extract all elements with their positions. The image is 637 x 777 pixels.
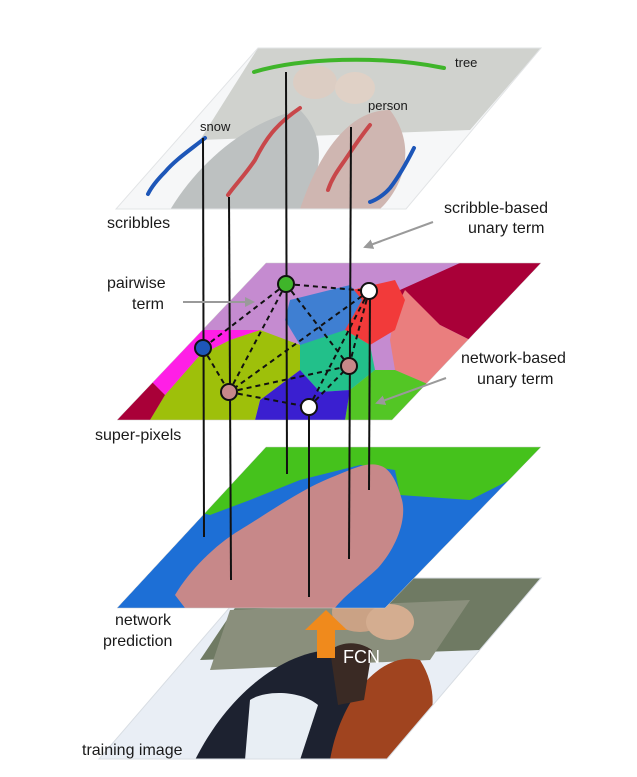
connector-line [285,71,288,475]
snow-scribble-left [146,136,207,196]
pairwise-label-line1: pairwise [107,275,166,292]
scribble-strokes [146,57,446,204]
network-prediction-plane [117,447,541,608]
scribble-unary-label-line1: scribble-based [444,200,548,217]
pairwise-label-line2: term [132,296,164,313]
snow-scribble-right [368,146,416,204]
connector-line [368,290,371,491]
node-person [220,383,238,401]
fcn-label: FCN [343,647,380,667]
fcn-arrow-icon [305,610,347,658]
scribbles-label: scribbles [107,215,170,232]
scribble-unary-arrow [363,221,434,249]
network-unary-arrow [375,377,447,405]
network-prediction-label-line2: prediction [103,633,172,650]
scribble-unary-label-line2: unary term [468,220,544,237]
training-image-label: training image [82,742,183,759]
vertical-connectors [202,71,371,597]
node-tree [277,275,295,293]
superpixels-label: super-pixels [95,427,181,444]
tree-scribble [252,57,446,74]
connector-line [348,126,352,560]
superpixel-plane [117,263,541,420]
network-unary-label-line2: unary term [477,371,553,388]
node-person [340,357,358,375]
pairwise-edges [202,283,370,408]
tree-label: tree [455,55,477,70]
node-unlabeled [300,398,318,416]
person-label: person [368,98,408,113]
node-snow [194,339,212,357]
snow-label: snow [200,119,231,134]
node-unlabeled [360,282,378,300]
network-prediction-label-line1: network [115,612,172,629]
graph-nodes [194,275,378,416]
connector-line [202,137,205,538]
training-image-outline [97,577,543,760]
annotation-arrows [183,221,447,405]
network-unary-label-line1: network-based [461,350,566,367]
person-scribble-right [326,123,372,192]
person-scribble-left [226,106,302,197]
